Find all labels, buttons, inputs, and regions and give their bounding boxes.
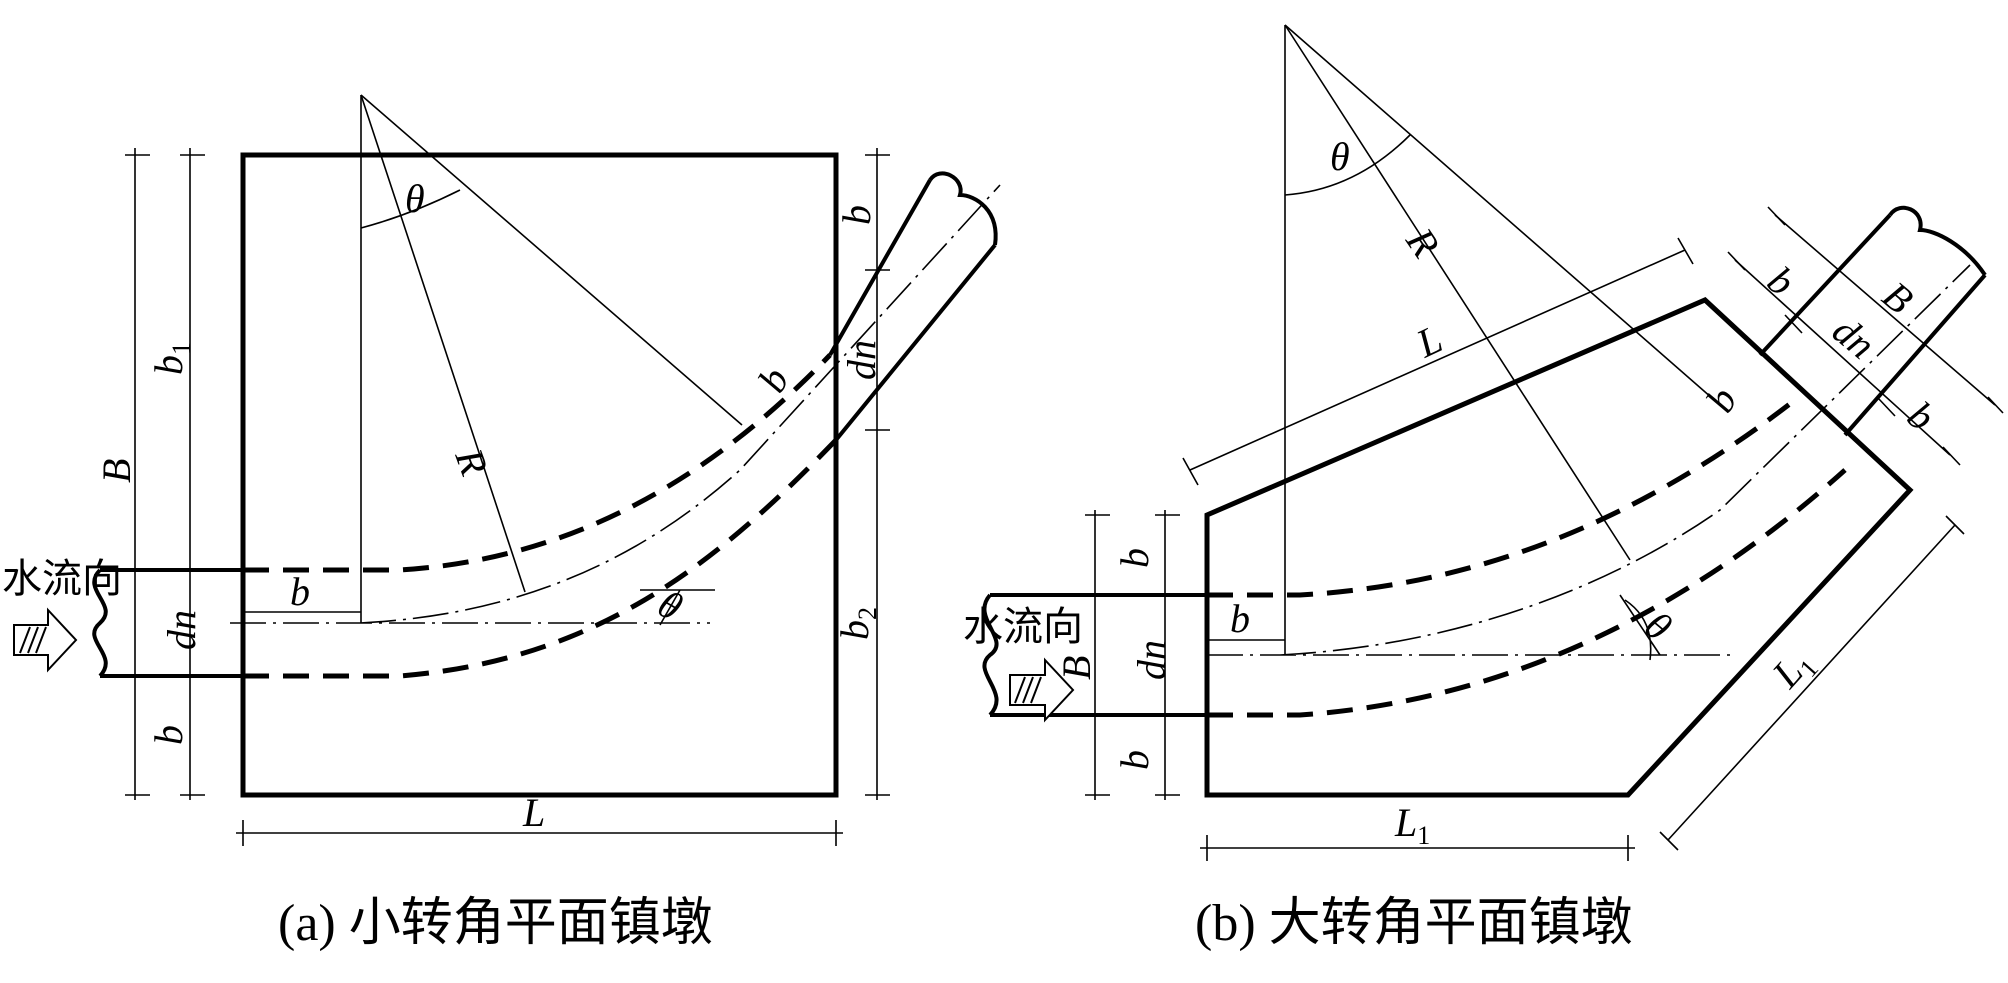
panel-b-pipe-wall-upper: [1207, 398, 1797, 598]
panel-a-theta-arc: [360, 189, 461, 229]
panel-a-pipe-wall-lower: [243, 438, 838, 679]
panel-a-label-b2: b2: [832, 607, 882, 640]
panel-b-label-B-left: B: [1054, 656, 1099, 680]
panel-b-pipe-wall-lower: [1207, 468, 1847, 718]
caption-a: (a) 小转角平面镇墩: [278, 895, 713, 952]
panel-a-block-outline: [240, 152, 839, 798]
panel-b-label-L1-right: L1: [1763, 640, 1824, 700]
panel-a-outlet-break-symbol: [928, 171, 998, 246]
panel-b-large-angle-thrust-block: b dn b B b L R θ θ b b dn b B L1 L1 水流向: [963, 24, 2004, 861]
panel-a-label-dn-left: dn: [159, 610, 204, 650]
caption-b: (b) 大转角平面镇墩: [1195, 895, 1633, 952]
panel-a-small-angle-thrust-block: B b1 b dn b b dn b2 b R θ θ L 水流向: [2, 94, 1001, 846]
panel-b-label-theta-top: θ: [1330, 134, 1350, 179]
panel-b-pipe-centerline: [1207, 264, 1971, 656]
panel-a-label-L: L: [522, 790, 545, 835]
panel-a-label-B: B: [94, 459, 139, 483]
panel-a-pipe-centerline: [230, 184, 1001, 624]
panel-a-label-b-top-right: b: [834, 205, 879, 225]
panel-a-label-R: R: [446, 442, 497, 481]
panel-b-label-b-inner: b: [1230, 596, 1250, 641]
panel-b-radius-line: [1284, 24, 1631, 561]
panel-b-dim-L1-right: [1667, 524, 1956, 841]
panel-b-label-b-pipe2: b: [1899, 392, 1943, 439]
panel-b-bend-angle-lines: [1619, 594, 1661, 661]
panel-b-flow-arrow-icon: [1009, 657, 1075, 723]
panel-b-radius-line-2: [1284, 24, 1721, 406]
panel-a-flow-arrow-icon: [13, 607, 78, 673]
panel-a-label-b-inner: b: [290, 569, 310, 614]
panel-a-radius-line: [360, 94, 526, 593]
panel-b-inlet-break-symbol: [982, 593, 999, 717]
panel-b-label-R: R: [1397, 219, 1449, 265]
panel-b-label-b-top: b: [1112, 548, 1157, 568]
panel-b-label-L1-bottom: L1: [1394, 800, 1430, 850]
panel-b-label-theta-bend: θ: [1636, 602, 1680, 649]
panel-b-label-b-bottom: b: [1112, 750, 1157, 770]
panel-a-bend-angle-lines: [640, 589, 715, 626]
panel-b-dim-pipe-B: [1774, 214, 1996, 406]
panel-b-outlet-pipe: [1758, 213, 1987, 437]
panel-a-label-b-bottom: b: [146, 725, 191, 745]
panel-b-label-b-bend: b: [1697, 380, 1746, 420]
panel-a-pipe-wall-upper: [243, 353, 832, 573]
panel-a-label-theta-top: θ: [405, 176, 425, 221]
panel-a-label-b1: b1: [146, 342, 196, 375]
panel-a-inlet-break-symbol: [92, 568, 108, 678]
panel-b-theta-arc: [1284, 134, 1411, 196]
panel-b-label-L: L: [1409, 316, 1449, 367]
panel-b-dim-pipe-b-dn-b: [1734, 259, 1951, 456]
panel-a-inlet-pipe: [100, 568, 243, 678]
panel-b-label-B-right: B: [1874, 272, 1922, 322]
panel-a-radius-line-2: [360, 94, 743, 426]
panel-b-label-flow-direction: 水流向: [963, 604, 1083, 650]
panel-b-outlet-break-symbol: [1888, 205, 1987, 277]
panel-a-label-flow-direction: 水流向: [2, 556, 122, 602]
panel-b-label-dn-left: dn: [1129, 640, 1174, 680]
panel-b-label-b-pipe1: b: [1759, 257, 1803, 304]
panel-b-block-outline: [1204, 297, 1914, 798]
panel-a-label-dn-right: dn: [839, 340, 884, 380]
panel-b-dim-L: [1189, 249, 1686, 471]
panel-a-outlet-pipe: [828, 179, 997, 442]
panel-a-label-b-bend: b: [749, 360, 798, 400]
panel-b-label-dn-right: dn: [1824, 307, 1884, 367]
